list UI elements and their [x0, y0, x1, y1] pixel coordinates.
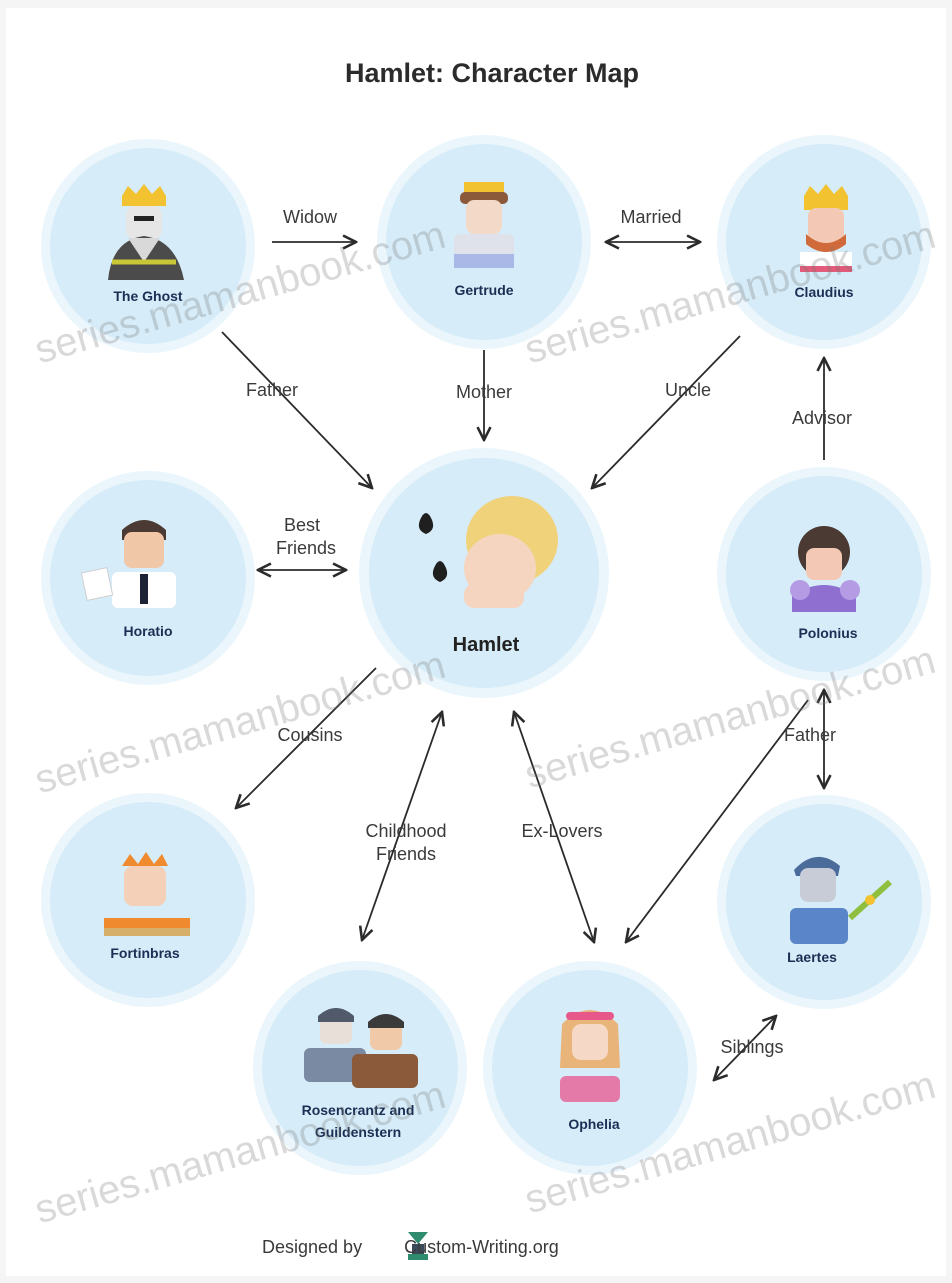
footer-designed-by: Designed by — [262, 1236, 363, 1257]
name-polonius: Polonius — [798, 625, 857, 641]
arrow-cousins — [236, 667, 377, 808]
name-laertes: Laertes — [787, 949, 837, 965]
label-cousins: Cousins — [277, 725, 342, 745]
arrow-ex-lovers — [514, 712, 594, 942]
fortinbras-illustration — [104, 852, 190, 936]
label-father-polonius: Father — [784, 725, 836, 745]
claudius-illustration — [800, 184, 852, 272]
page-title: Hamlet: Character Map — [344, 58, 640, 88]
name-claudius: Claudius — [794, 284, 853, 300]
laertes-illustration — [790, 856, 893, 944]
footer: Designed by Custom-Writing.org — [262, 1232, 559, 1262]
gertrude-illustration — [454, 182, 514, 268]
label-childhood-line2: Friends — [376, 844, 436, 864]
label-uncle: Uncle — [665, 380, 711, 400]
footer-brand: Custom-Writing.org — [404, 1236, 559, 1257]
name-ophelia: Ophelia — [568, 1116, 620, 1132]
name-hamlet: Hamlet — [453, 634, 520, 656]
label-mother: Mother — [456, 382, 512, 402]
name-gertrude: Gertrude — [454, 282, 513, 298]
label-best-friends-line2: Friends — [276, 538, 336, 558]
label-siblings: Siblings — [720, 1037, 783, 1057]
label-father-ghost: Father — [246, 380, 298, 400]
label-ex-lovers: Ex-Lovers — [521, 821, 602, 841]
ghost-illustration — [108, 184, 184, 280]
arrow-father-ghost — [221, 331, 372, 488]
arrow-uncle — [592, 335, 741, 488]
arrow-father-ophelia — [626, 699, 809, 942]
name-rosencrantz-line1: Rosencrantz and — [302, 1102, 415, 1118]
arrow-childhood-friends — [362, 712, 442, 940]
arrows — [221, 242, 824, 1080]
ophelia-illustration — [560, 1010, 620, 1102]
label-best-friends-line1: Best — [284, 515, 320, 535]
name-rosencrantz-line2: Guildenstern — [315, 1124, 401, 1140]
hamlet-illustration — [418, 496, 558, 608]
rosencrantz-guildenstern-illustration — [304, 1008, 418, 1088]
name-ghost: The Ghost — [113, 288, 183, 304]
label-widow: Widow — [283, 207, 338, 227]
name-fortinbras: Fortinbras — [110, 945, 179, 961]
label-advisor: Advisor — [792, 408, 852, 428]
label-childhood-line1: Childhood — [365, 821, 446, 841]
name-horatio: Horatio — [124, 623, 173, 639]
polonius-illustration — [790, 526, 860, 612]
label-married: Married — [620, 207, 681, 227]
arrow-siblings — [714, 1016, 776, 1080]
custom-writing-logo-icon — [408, 1232, 428, 1260]
horatio-illustration — [80, 520, 176, 608]
